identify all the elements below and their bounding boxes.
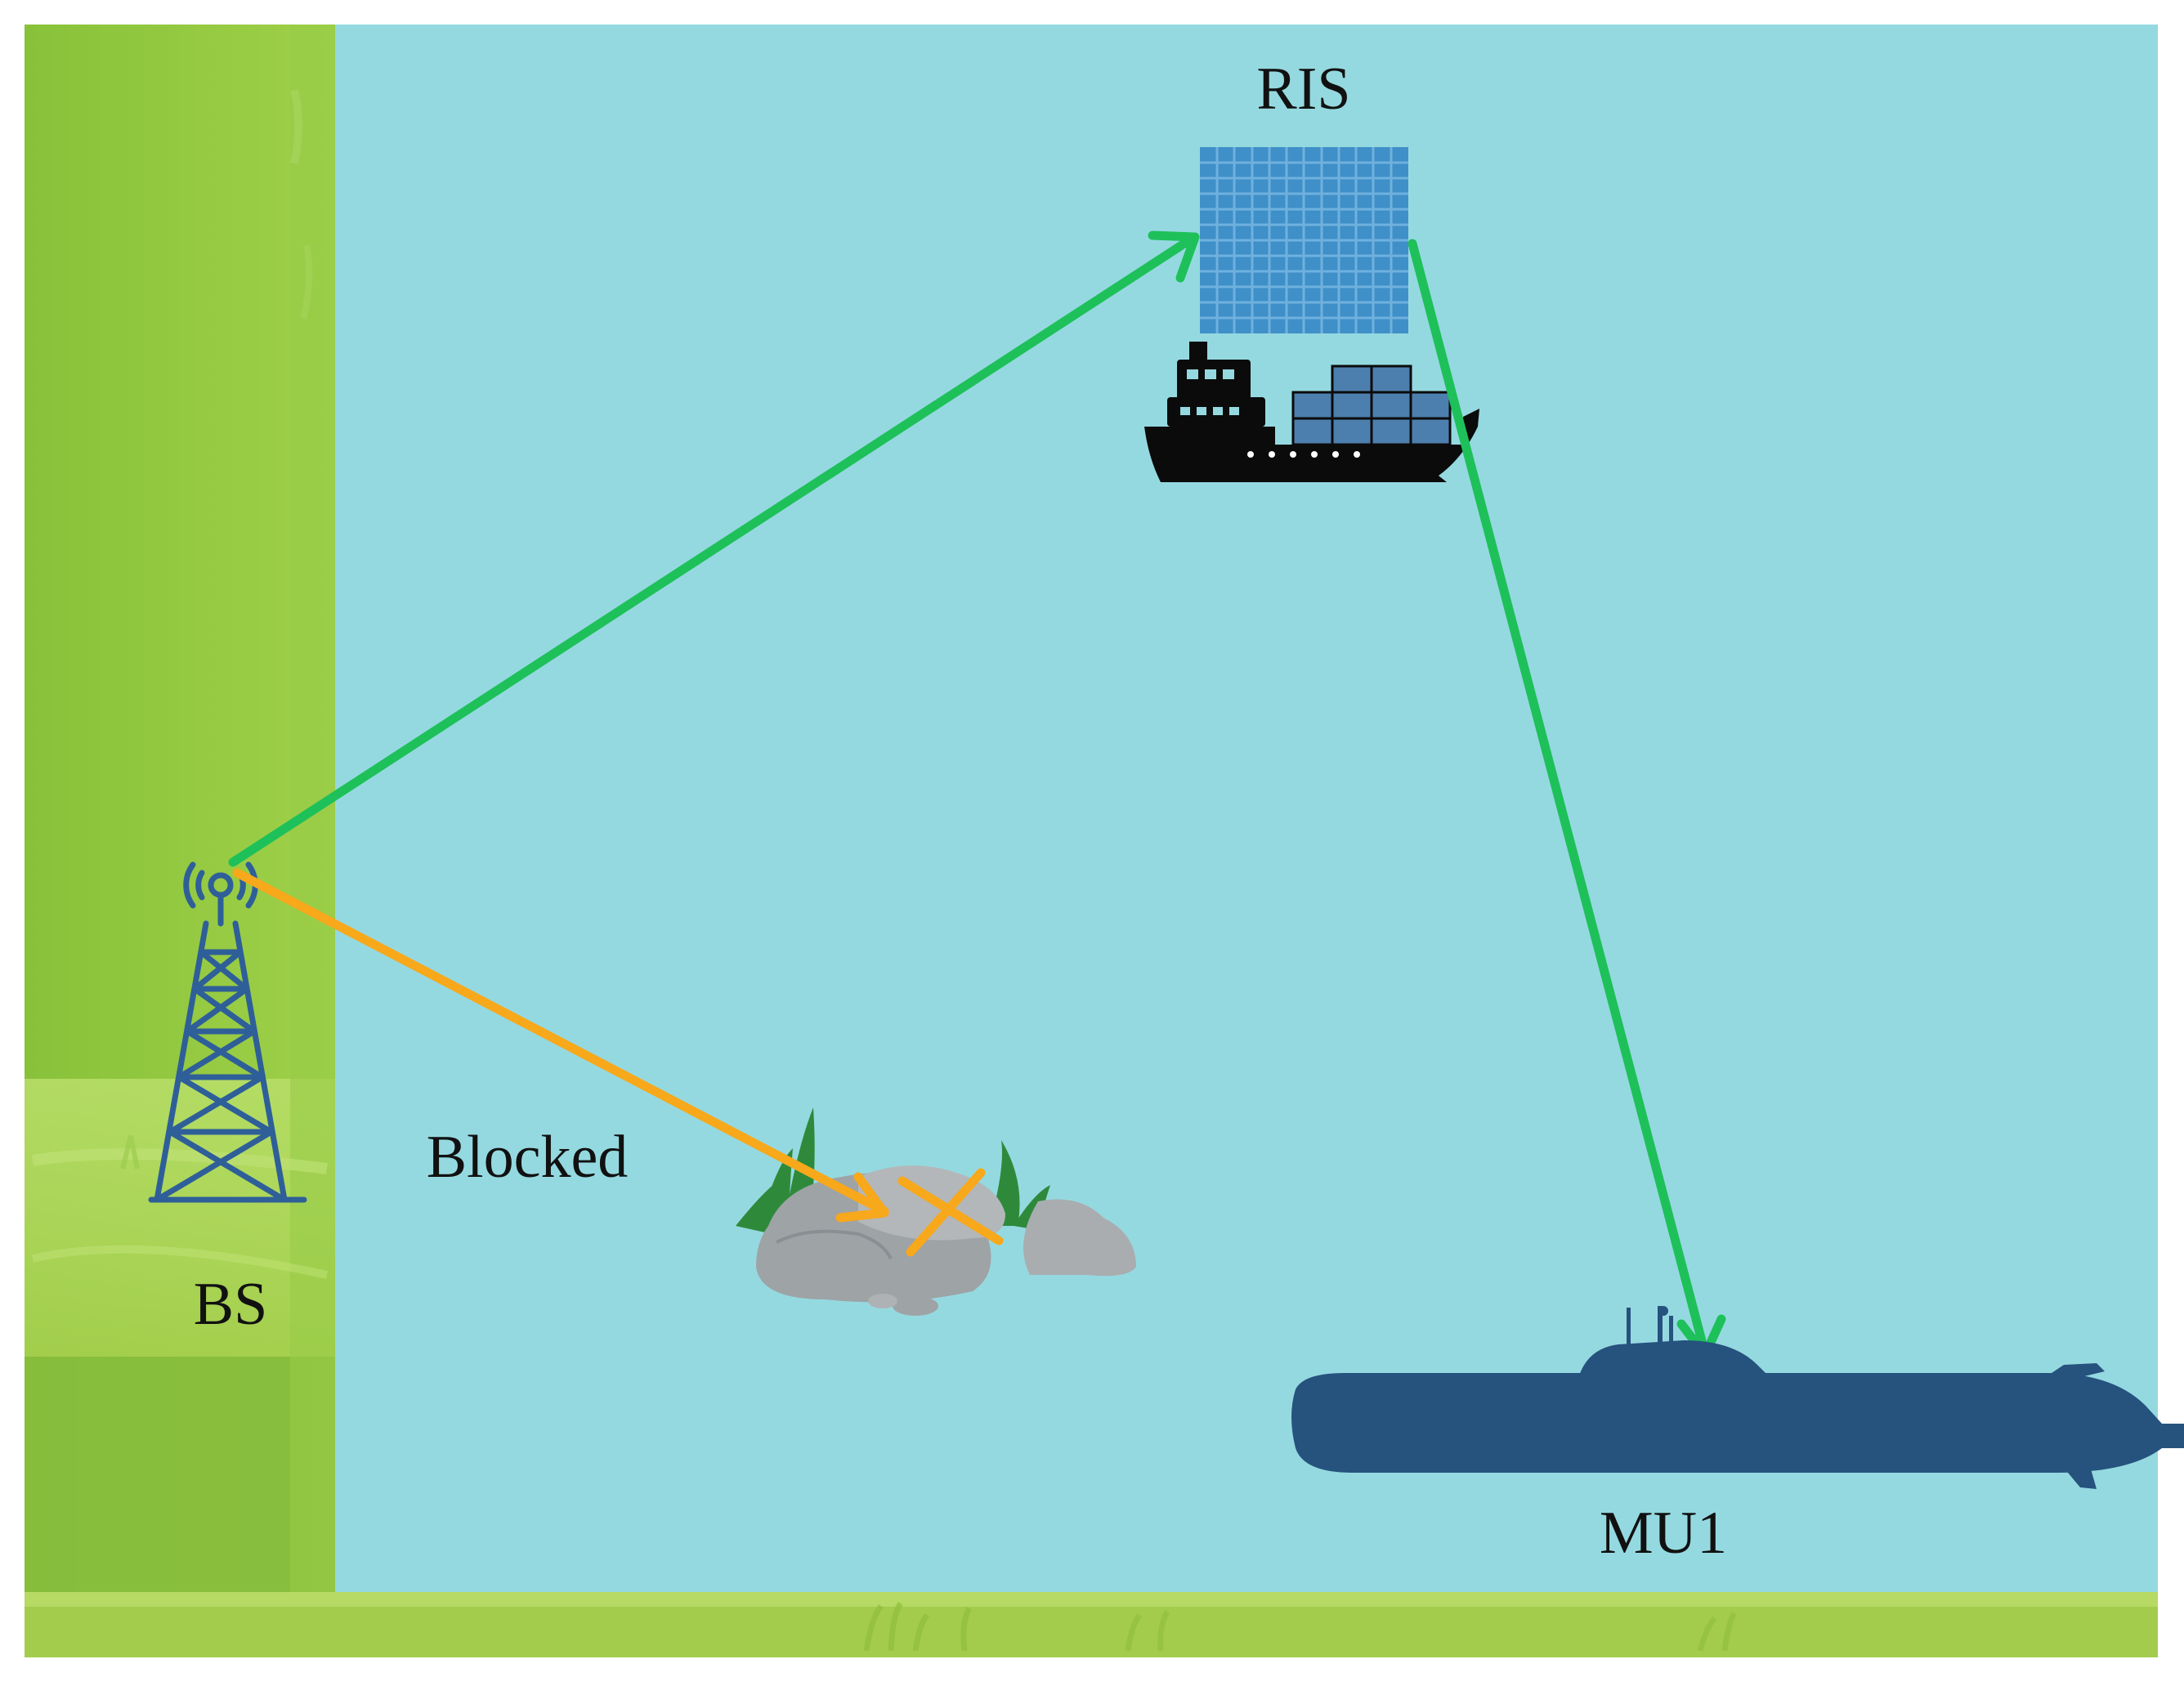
container-stack — [1291, 364, 1452, 446]
submarine-icon — [1291, 1306, 2184, 1489]
ris-label: RIS — [1256, 56, 1350, 123]
blocked-cross-icon — [897, 1168, 1004, 1257]
blocked-label: Blocked — [427, 1124, 629, 1191]
ship-icon — [1144, 342, 1479, 482]
link-bs-to-ris — [228, 230, 1200, 867]
ris-panel-icon — [1200, 147, 1408, 333]
link-bs-to-rock-blocked — [232, 868, 889, 1223]
bs-label: BS — [194, 1271, 268, 1338]
bottom-shore — [25, 1592, 2158, 1657]
mu-label: MU1 — [1600, 1500, 1727, 1567]
